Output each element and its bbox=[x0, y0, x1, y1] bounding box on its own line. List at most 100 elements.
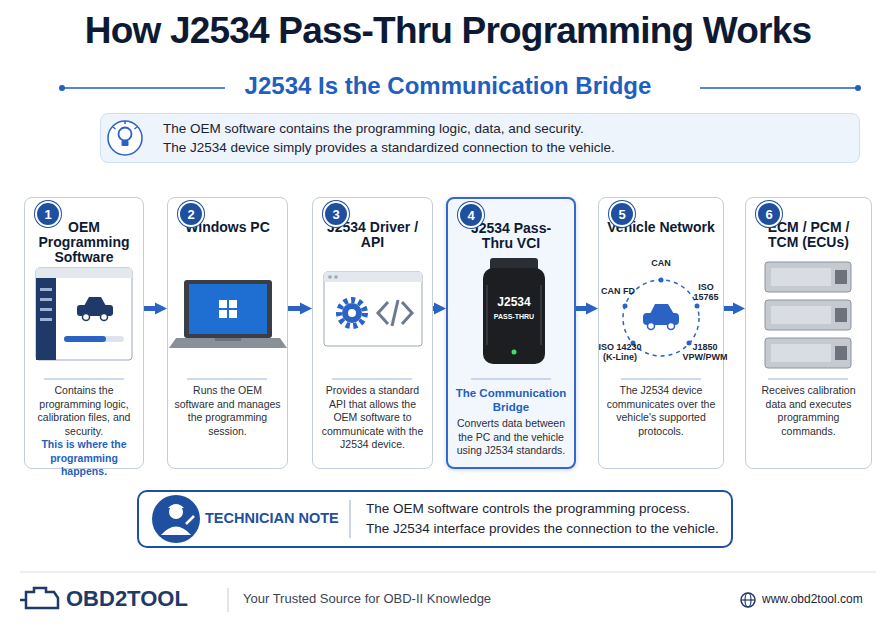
device-label: J2534 bbox=[484, 296, 544, 309]
lightbulb-icon-part bbox=[122, 141, 129, 146]
ecu-module-icon-part bbox=[835, 308, 847, 322]
ecu-module-icon-part bbox=[765, 262, 851, 292]
subtitle-rule-part bbox=[59, 85, 65, 91]
flow-arrow bbox=[724, 306, 745, 311]
process-box: Windows PCRuns the OEM software and mana… bbox=[167, 197, 288, 469]
technician-icon-part bbox=[186, 516, 194, 524]
footer-part bbox=[745, 593, 751, 607]
callout-number: 2 bbox=[187, 207, 194, 222]
driver-api-icon-part bbox=[324, 272, 422, 282]
lightbulb-icon bbox=[108, 121, 142, 155]
divider-line-part bbox=[621, 378, 701, 379]
info-box: The OEM software contains the programmin… bbox=[100, 113, 860, 163]
process-box: J2534 Driver / APIProvides a standard AP… bbox=[312, 197, 433, 469]
driver-api-icon-part bbox=[348, 309, 356, 317]
subtitle-rule-part bbox=[855, 85, 861, 91]
note-divider bbox=[349, 500, 351, 538]
note-text: The OEM software controls the programmin… bbox=[366, 501, 690, 516]
diagram-title: How J2534 Pass-Thru Programming Works bbox=[0, 10, 896, 52]
info-text: The J2534 device simply provides a stand… bbox=[163, 140, 615, 155]
step-title: OEM Programming Software bbox=[25, 220, 143, 265]
step-description: Provides a standard API that allows the … bbox=[318, 384, 427, 452]
software-window-icon-part bbox=[36, 268, 132, 278]
protocol-label: CAN bbox=[641, 259, 681, 269]
driver-api-icon-part bbox=[328, 275, 332, 279]
step-body: Provides a standard API that allows the … bbox=[318, 384, 427, 452]
ecu-module-icon-part bbox=[835, 270, 847, 284]
ecu-module-icon-part bbox=[771, 306, 831, 324]
note-heading: TECHNICIAN NOTE bbox=[205, 510, 339, 526]
software-window-icon-part bbox=[36, 268, 132, 360]
ecu-module-icon-part bbox=[765, 300, 851, 330]
software-window-icon-part bbox=[77, 305, 113, 316]
footer-part bbox=[741, 599, 755, 600]
process-box: ECM / PCM / TCM (ECUs)Receives calibrati… bbox=[745, 197, 872, 469]
step-body: Contains the programming logic, calibrat… bbox=[30, 384, 138, 479]
software-window-icon-part bbox=[83, 314, 90, 321]
footer-part bbox=[741, 593, 755, 607]
ecu-module-icon-part bbox=[771, 268, 831, 286]
step-body: The Communication BridgeConverts data be… bbox=[453, 385, 569, 458]
ecu-module-icon bbox=[765, 262, 851, 368]
website: www.obd2tool.com bbox=[762, 593, 892, 606]
driver-api-icon-part bbox=[342, 303, 362, 323]
laptop-icon bbox=[169, 280, 287, 348]
software-window-icon-part bbox=[40, 288, 52, 291]
process-box: Vehicle NetworkThe J2534 device communic… bbox=[598, 197, 724, 469]
lightbulb-icon-part bbox=[124, 121, 126, 124]
divider-line bbox=[44, 379, 848, 380]
software-window-icon-part bbox=[36, 278, 56, 360]
step-description: The J2534 device communicates over the v… bbox=[604, 384, 718, 438]
callout-number: 4 bbox=[467, 208, 474, 223]
pass-thru-device-icon-part bbox=[490, 258, 538, 274]
vehicle-network-icon-part bbox=[659, 278, 664, 283]
technician-icon-part bbox=[161, 527, 191, 536]
process-box: OEM Programming SoftwareContains the pro… bbox=[24, 197, 144, 469]
pass-thru-device-icon bbox=[483, 258, 545, 364]
footer-part bbox=[20, 599, 26, 602]
laptop-icon-part bbox=[215, 338, 241, 341]
callout-number: 6 bbox=[765, 207, 772, 222]
driver-api-icon-part bbox=[392, 300, 398, 326]
technician-icon bbox=[152, 495, 200, 543]
step-body: Runs the OEM software and manages the pr… bbox=[173, 384, 282, 438]
note-box: TECHNICIAN NOTE The OEM software controls… bbox=[137, 490, 733, 548]
ecu-module-icon-part bbox=[835, 346, 847, 360]
step-body: Receives calibration data and executes p… bbox=[751, 384, 866, 438]
software-window-icon-part bbox=[40, 298, 52, 301]
footer-part bbox=[20, 572, 876, 573]
vehicle-network-icon-part bbox=[695, 304, 700, 309]
step-number: 1 bbox=[35, 201, 61, 227]
lightbulb-icon-part bbox=[108, 121, 142, 155]
laptop-icon-part bbox=[219, 300, 227, 308]
divider-line-part bbox=[471, 378, 551, 379]
callout-number: 1 bbox=[44, 207, 51, 222]
flow-arrow bbox=[576, 306, 598, 311]
step-description: Runs the OEM software and manages the pr… bbox=[173, 384, 282, 438]
callout-number: 5 bbox=[618, 207, 625, 222]
technician-icon-part bbox=[152, 495, 200, 543]
laptop-icon-part bbox=[229, 310, 237, 318]
technician-icon-part bbox=[169, 505, 183, 519]
software-window-icon-part bbox=[40, 318, 52, 321]
software-window-icon-part bbox=[64, 336, 124, 342]
laptop-icon-part bbox=[189, 284, 267, 334]
technician-icon-part bbox=[168, 504, 184, 508]
device-label: PASS-THRU bbox=[484, 313, 544, 321]
lightbulb-icon-part bbox=[119, 128, 132, 141]
laptop-icon-part bbox=[229, 300, 237, 308]
footer bbox=[20, 572, 876, 612]
vehicle-network-icon-part bbox=[668, 323, 675, 330]
flow-arrow bbox=[288, 306, 312, 311]
driver-api-icon-part bbox=[378, 302, 412, 324]
software-window-icon-part bbox=[84, 297, 106, 306]
pass-thru-device-icon-part bbox=[483, 268, 545, 364]
step-description: Converts data between the PC and the veh… bbox=[453, 417, 569, 458]
lightbulb-icon-part bbox=[113, 127, 116, 129]
driver-api-icon-part bbox=[339, 300, 365, 326]
driver-api-icon bbox=[324, 272, 422, 346]
step-number: 3 bbox=[323, 201, 349, 227]
divider-line-part bbox=[187, 378, 267, 379]
